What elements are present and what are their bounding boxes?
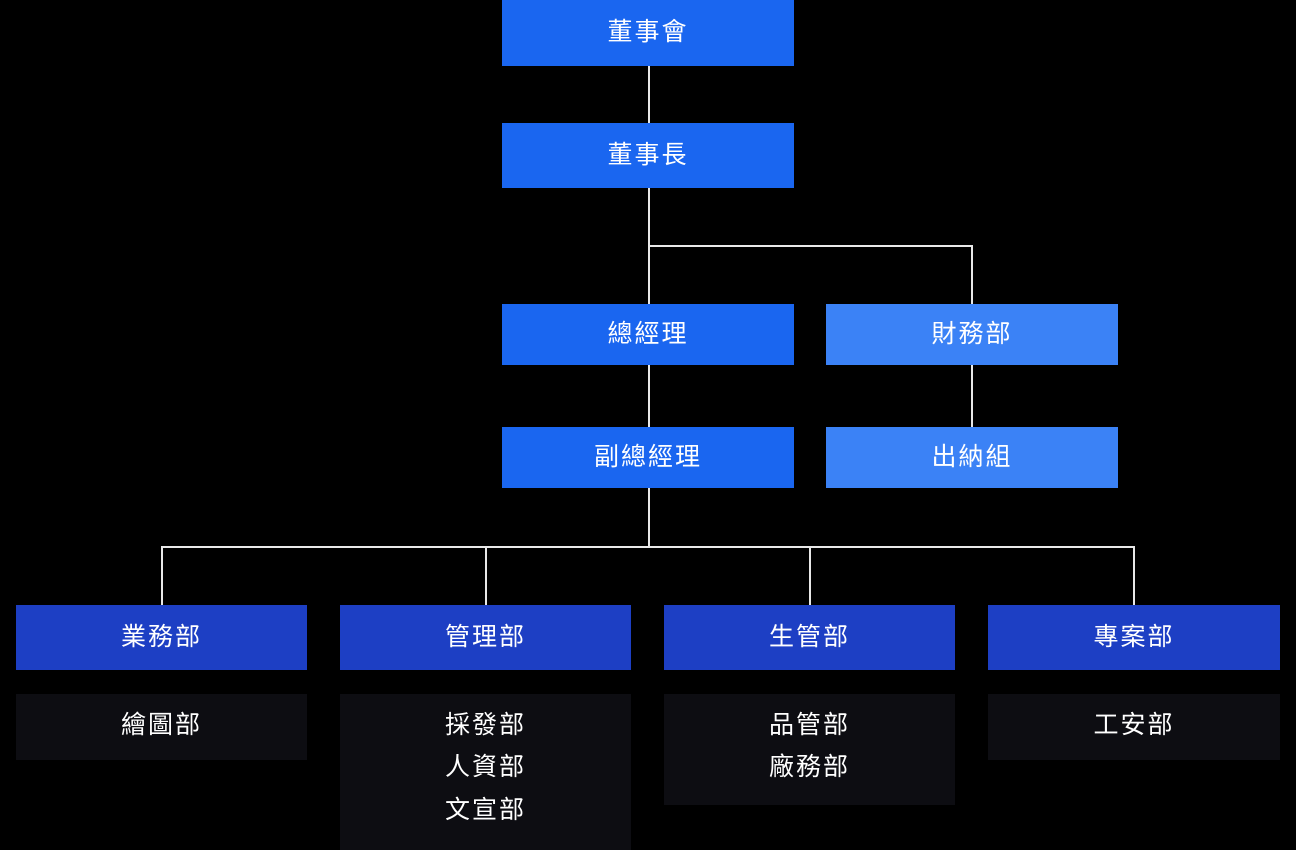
connector-bus-to-prod-mgmt bbox=[809, 546, 811, 605]
sub-department-item: 人資部 bbox=[444, 753, 526, 782]
connector-deputy-gm-down bbox=[648, 488, 650, 548]
node-cashier-group[interactable]: 出納組 bbox=[826, 427, 1118, 488]
node-deputy-general-manager[interactable]: 副總經理 bbox=[502, 427, 794, 488]
sub-department-item: 繪圖部 bbox=[120, 711, 202, 739]
node-department-3[interactable]: 專案部 bbox=[988, 605, 1280, 670]
connector-finance-to-cashier bbox=[971, 365, 973, 427]
sub-department-item: 採發部 bbox=[444, 711, 526, 739]
connector-chairman-bus bbox=[648, 245, 973, 247]
connector-bus-to-project bbox=[1133, 546, 1135, 605]
node-department-0[interactable]: 業務部 bbox=[16, 605, 307, 670]
connector-bus-to-gm bbox=[648, 245, 650, 304]
connector-gm-to-deputy-gm bbox=[648, 365, 650, 427]
node-department-2[interactable]: 生管部 bbox=[664, 605, 955, 670]
node-chairman[interactable]: 董事長 bbox=[502, 123, 794, 188]
connector-bus-to-finance bbox=[971, 245, 973, 304]
connector-department-bus bbox=[161, 546, 1135, 548]
node-finance-department[interactable]: 財務部 bbox=[826, 304, 1118, 365]
node-board[interactable]: 董事會 bbox=[502, 0, 794, 66]
connector-bus-to-sales bbox=[161, 546, 163, 605]
connector-chairman-down bbox=[648, 188, 650, 246]
sub-department-item: 廠務部 bbox=[768, 753, 850, 782]
connector-board-to-chairman bbox=[648, 66, 650, 123]
sub-department-box-3[interactable]: 工安部 bbox=[988, 694, 1280, 760]
sub-department-item: 品管部 bbox=[768, 711, 850, 739]
sub-department-item: 工安部 bbox=[1093, 711, 1175, 739]
sub-department-box-2[interactable]: 品管部 廠務部 bbox=[664, 694, 955, 805]
sub-department-item: 文宣部 bbox=[444, 795, 526, 824]
sub-department-box-0[interactable]: 繪圖部 bbox=[16, 694, 307, 760]
node-department-1[interactable]: 管理部 bbox=[340, 605, 631, 670]
connector-bus-to-admin bbox=[485, 546, 487, 605]
sub-department-box-1[interactable]: 採發部 人資部 文宣部 bbox=[340, 694, 631, 850]
node-general-manager[interactable]: 總經理 bbox=[502, 304, 794, 365]
